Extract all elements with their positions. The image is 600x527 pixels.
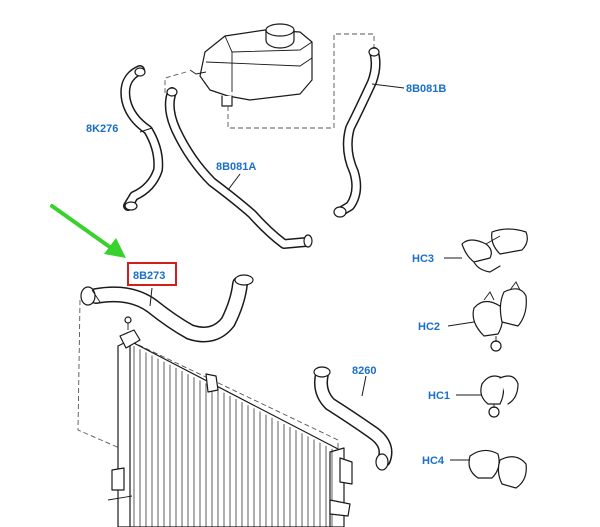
pointer-arrow <box>50 204 126 258</box>
radiator-fins <box>133 346 333 527</box>
radiator <box>77 299 353 527</box>
hose-8b273 <box>80 274 254 343</box>
clip-hc1 <box>480 375 519 418</box>
label-hc3: HC3 <box>412 253 434 265</box>
label-8260: 8260 <box>352 365 376 377</box>
expansion-tank <box>189 23 313 107</box>
clip-hc2 <box>472 281 527 352</box>
label-8k276: 8K276 <box>86 123 118 135</box>
leader-hc2 <box>447 321 475 327</box>
hose-8260 <box>313 366 393 471</box>
leader-8260 <box>361 375 367 397</box>
clip-hc3 <box>461 228 528 273</box>
tank-dash-leader <box>227 33 375 129</box>
tank-dash-leader-left <box>164 71 187 95</box>
leader-8b273 <box>149 287 153 307</box>
label-8b273: 8B273 <box>133 270 165 282</box>
label-8b081b: 8B081B <box>406 83 446 95</box>
hose-8b081a <box>164 87 313 249</box>
leader-8k276 <box>139 127 153 133</box>
label-8b081a: 8B081A <box>216 161 256 173</box>
clip-hc4 <box>468 449 527 489</box>
hose-8b081b <box>333 47 381 218</box>
label-hc1: HC1 <box>428 390 450 402</box>
hose-8k276 <box>120 65 164 211</box>
label-hc2: HC2 <box>418 321 440 333</box>
leader-8b081b <box>371 83 405 89</box>
highlight-box <box>127 262 177 286</box>
label-hc4: HC4 <box>422 455 445 467</box>
leader-8b081a <box>227 173 241 191</box>
